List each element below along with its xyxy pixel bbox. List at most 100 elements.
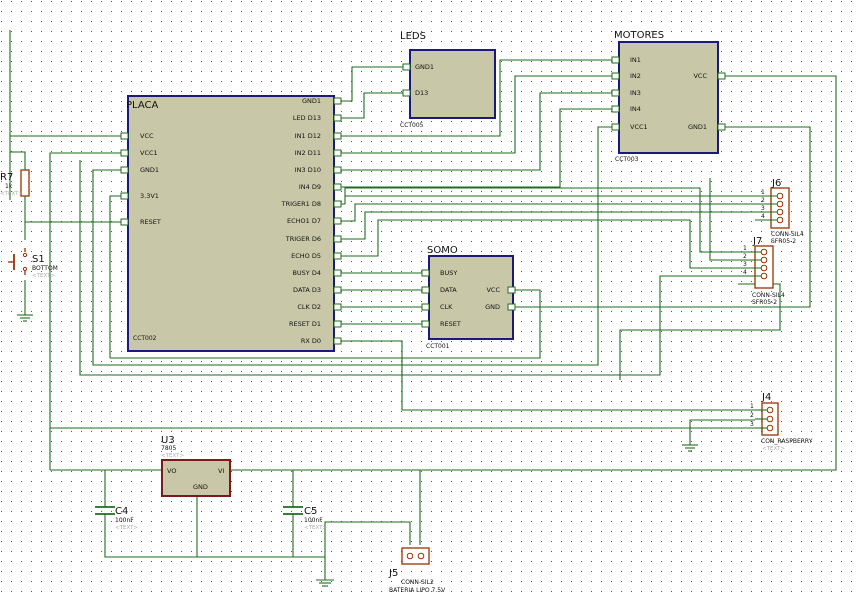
leds-title: LEDS	[400, 31, 426, 42]
capacitor-c5[interactable]: C5 100nF <TEXT>	[304, 506, 327, 531]
placa-pin-busy-d4: BUSY D4	[292, 269, 321, 277]
wires	[9, 30, 837, 587]
j7-pin-3: 3	[743, 261, 747, 268]
placa-pin-in1-d12: IN1 D12	[295, 132, 321, 140]
component-placa[interactable]: PLACA CCT002 VCC VCC1 GND1 3.3V1 RESET G…	[120, 95, 342, 352]
motores-pin-gnd1: GND1	[688, 123, 707, 131]
placa-pin-reset: RESET	[140, 218, 161, 226]
leds-pin-gnd1: GND1	[415, 63, 434, 71]
leds-ref: CCT005	[400, 122, 424, 129]
c4-text-placeholder: <TEXT>	[115, 525, 138, 531]
placa-pin-in2-d11: IN2 D11	[295, 149, 321, 157]
placa-pin-reset-d1: RESET D1	[289, 320, 321, 328]
regulator-u3[interactable]: U3 7805 <TEXT> VO VI GND	[161, 435, 231, 497]
j4-pin-1: 1	[750, 403, 754, 410]
leds-pin-d13: D13	[415, 89, 428, 97]
u3-pin-vo: VO	[167, 467, 176, 475]
j6-pin-3: 3	[761, 205, 765, 212]
c5-text-placeholder: <TEXT>	[304, 525, 327, 531]
u3-text-placeholder: <TEXT>	[161, 453, 184, 459]
r7-ref: R7	[0, 172, 13, 183]
component-motores[interactable]: MOTORES CCT003 IN1 IN2 IN3 IN4 VCC1 VCC …	[611, 30, 726, 163]
capacitor-c4[interactable]: C4 100nF <TEXT>	[115, 506, 138, 531]
s1-name: BOTTOM	[32, 265, 58, 272]
j6-pin-2: 2	[761, 197, 765, 204]
j7-part: SFR05-2	[752, 299, 777, 306]
j4-pin-3: 3	[750, 421, 754, 428]
u3-part: 7805	[161, 445, 176, 452]
r7-value: 1k	[5, 183, 13, 190]
j7-pin-1: 1	[743, 245, 747, 252]
somo-pin-data: DATA	[440, 286, 457, 294]
motores-pin-in3: IN3	[630, 89, 641, 97]
switch-s1[interactable]: S1 BOTTOM <TEXT>	[8, 248, 58, 279]
placa-pin-gnd1-r: GND1	[302, 97, 321, 105]
motores-pin-vcc1: VCC1	[630, 123, 648, 131]
placa-right-pins: GND1 LED D13 IN1 D12 IN2 D11 IN3 D10 IN4…	[281, 97, 342, 345]
placa-pin-clk-d2: CLK D2	[297, 303, 321, 311]
somo-pin-busy: BUSY	[440, 269, 457, 277]
u3-ref: U3	[161, 435, 175, 446]
c4-ref: C4	[115, 506, 128, 517]
placa-pin-echo-d5: ECHO D5	[291, 252, 321, 260]
placa-pin-triger-d6: TRIGER D6	[285, 235, 321, 243]
j5-part: BATERIA LIPO 7.5V	[389, 587, 446, 594]
component-somo[interactable]: SOMO CCT001 BUSY DATA CLK RESET VCC GND	[421, 245, 516, 350]
s1-text-placeholder: <TEXT>	[32, 273, 55, 279]
motores-pin-vcc: VCC	[693, 72, 707, 80]
j5-ref: J5	[388, 568, 398, 579]
connector-j6[interactable]: 1 2 3 4 J6 CONN-SIL4 SFR05-2	[755, 178, 804, 245]
motores-pin-in4: IN4	[630, 105, 641, 113]
motores-title: MOTORES	[614, 30, 664, 41]
placa-pin-triger1-d8: TRIGER1 D8	[281, 200, 321, 208]
placa-title: PLACA	[126, 100, 158, 111]
motores-pin-in1: IN1	[630, 56, 641, 64]
j7-pin-4: 4	[743, 269, 747, 276]
placa-pin-in4-d9: IN4 D9	[299, 183, 321, 191]
placa-pin-vcc1: VCC1	[140, 149, 158, 157]
connector-j7[interactable]: 1 2 3 4 J7 CONN-SIL4 SFR05-2	[738, 236, 785, 306]
j7-name: CONN-SIL4	[752, 292, 785, 299]
u3-pin-vi: VI	[218, 467, 224, 475]
placa-pin-echo1-d7: ECHO1 D7	[287, 217, 321, 225]
j4-pin-2: 2	[750, 412, 754, 419]
somo-pin-gnd: GND	[485, 303, 500, 311]
j4-text-placeholder: <TEXT>	[762, 446, 785, 452]
j7-pin-2: 2	[743, 253, 747, 260]
j6-ref: J6	[771, 178, 781, 189]
component-leds[interactable]: LEDS CCT005 GND1 D13	[400, 31, 496, 129]
placa-pin-data-d3: DATA D3	[293, 286, 321, 294]
u3-pin-gnd: GND	[193, 483, 208, 491]
connector-j4[interactable]: 1 2 3 J4 CON_RASPBERRY <TEXT>	[750, 392, 813, 452]
resistor-r7[interactable]: R7 1k <TEXT>	[0, 164, 30, 200]
placa-ref: CCT002	[133, 335, 157, 342]
j5-name: CONN-SIL2	[401, 579, 434, 586]
j6-part: SFR05-2	[771, 238, 796, 245]
motores-pin-in2: IN2	[630, 72, 641, 80]
placa-pin-gnd1: GND1	[140, 166, 159, 174]
somo-pin-reset: RESET	[440, 320, 461, 328]
j4-name: CON_RASPBERRY	[761, 438, 813, 445]
placa-pin-vcc: VCC	[140, 132, 154, 140]
c5-value: 100nF	[304, 517, 323, 524]
c4-value: 100nF	[115, 517, 134, 524]
motores-ref: CCT003	[615, 156, 639, 163]
connector-j5[interactable]: J5 CONN-SIL2 BATERIA LIPO 7.5V	[388, 547, 446, 594]
c5-ref: C5	[304, 506, 317, 517]
j6-pin-4: 4	[761, 213, 765, 220]
placa-pin-in3-d10: IN3 D10	[295, 166, 321, 174]
r7-text-placeholder: <TEXT>	[0, 191, 23, 197]
somo-pin-clk: CLK	[440, 303, 453, 311]
placa-pin-rx-d0: RX D0	[301, 337, 321, 345]
somo-pin-vcc: VCC	[486, 286, 500, 294]
j6-pin-1: 1	[761, 189, 765, 196]
placa-left-pins: VCC VCC1 GND1 3.3V1 RESET	[120, 132, 161, 226]
somo-title: SOMO	[427, 245, 458, 256]
placa-pin-led-d13: LED D13	[293, 114, 321, 122]
s1-ref: S1	[32, 254, 45, 265]
j4-ref: J4	[761, 392, 771, 403]
j7-ref: J7	[752, 236, 762, 247]
j6-name: CONN-SIL4	[771, 231, 804, 238]
placa-pin-3v3: 3.3V1	[140, 192, 159, 200]
